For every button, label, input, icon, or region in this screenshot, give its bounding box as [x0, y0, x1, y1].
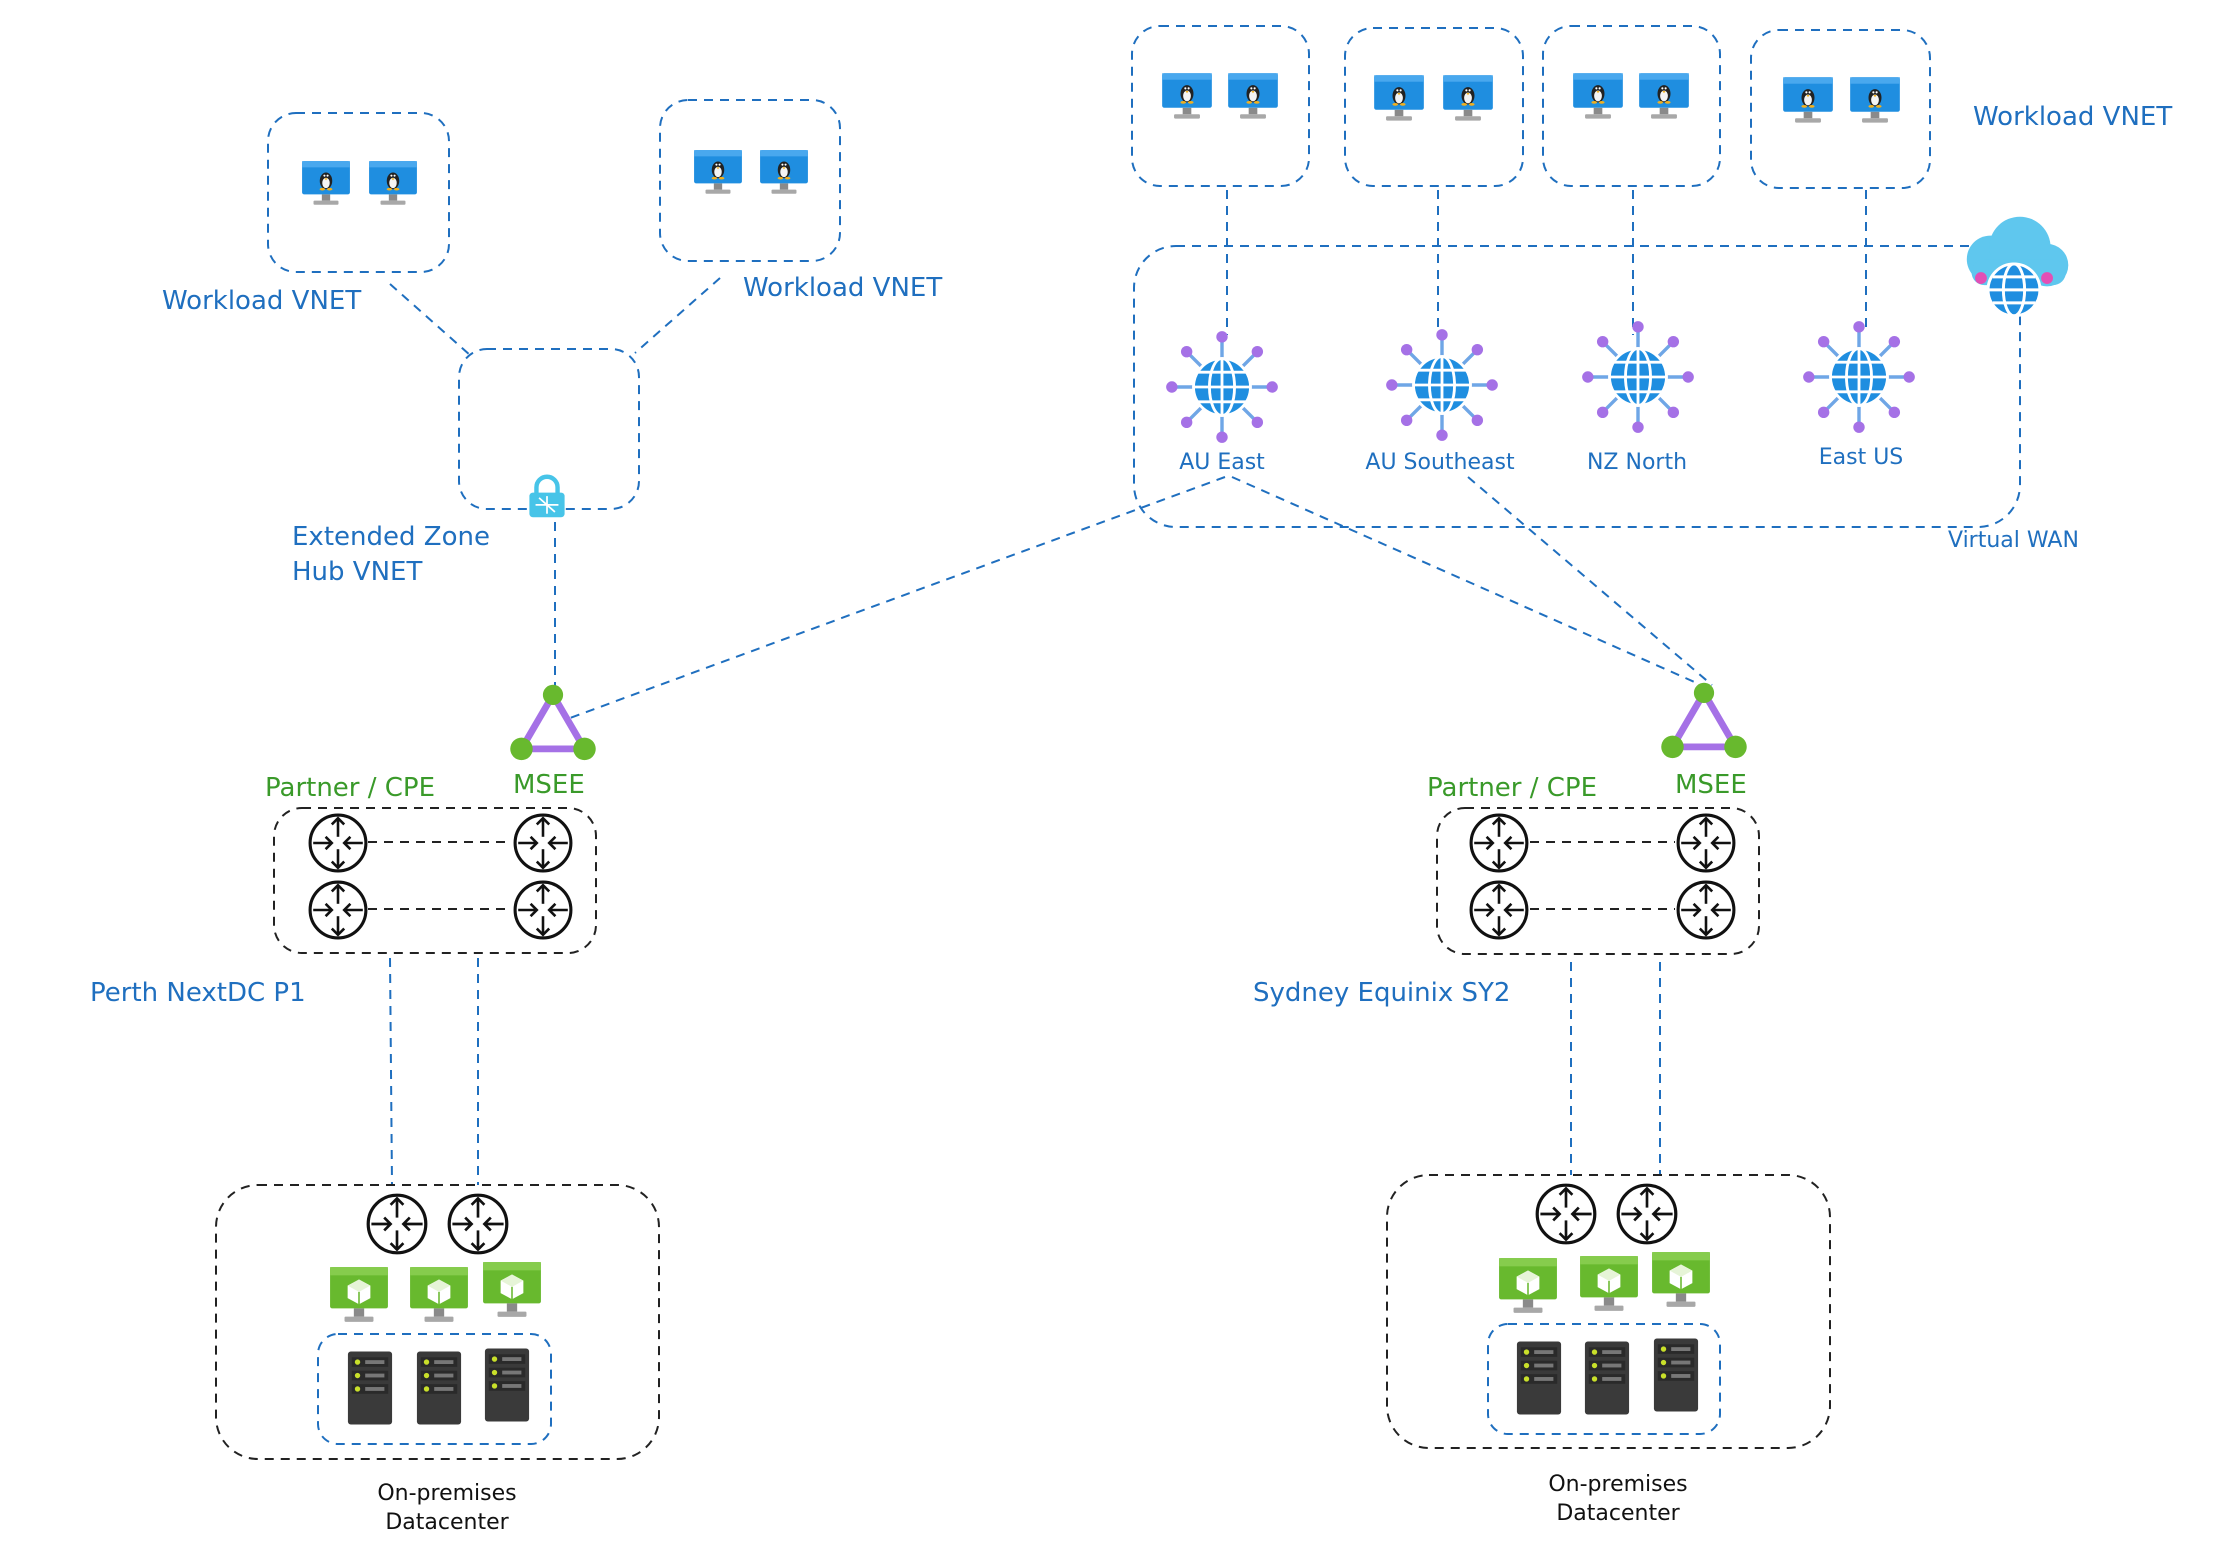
router-icon[interactable] [308, 813, 368, 873]
virtual-hub-icon[interactable] [1165, 330, 1279, 444]
linux-vm-icon[interactable] [1228, 73, 1278, 119]
partner-cpe-left-box[interactable] [273, 807, 597, 954]
workload-vnet-au-east-box[interactable] [1131, 25, 1310, 187]
link-cpe-left-a [389, 957, 393, 1186]
linux-vm-icon[interactable] [1850, 77, 1900, 123]
workload-vnet-east-us-box[interactable] [1750, 29, 1931, 189]
server-rack-icon[interactable] [416, 1351, 462, 1425]
router-icon[interactable] [1676, 813, 1736, 873]
msee-right-icon[interactable] [1661, 683, 1747, 758]
onprem-left-box[interactable] [215, 1184, 660, 1460]
hub-au-east-label: AU East [1179, 450, 1265, 475]
onprem-right-label-line2: Datacenter [1556, 1501, 1680, 1526]
onprem-left-server-group[interactable] [317, 1333, 552, 1445]
router-icon[interactable] [308, 880, 368, 940]
firewall-lock-icon[interactable] [529, 477, 564, 517]
linux-vm-icon[interactable] [694, 150, 742, 194]
workload-vnet-mid-label: Workload VNET [743, 273, 942, 303]
extended-zone-hub-vnet-box[interactable] [458, 348, 640, 510]
server-rack-icon[interactable] [484, 1348, 530, 1422]
virtual-wan-icon[interactable] [1965, 215, 2070, 318]
workload-vnet-nz-north-box[interactable] [1542, 25, 1721, 187]
sydney-location-label: Sydney Equinix SY2 [1253, 978, 1510, 1008]
workload-vnet-left-box[interactable] [267, 112, 450, 273]
link-au-southeast-to-msee-right [1467, 476, 1713, 686]
partner-cpe-left-label: Partner / CPE [265, 773, 435, 803]
linux-vm-icon[interactable] [302, 161, 350, 205]
router-icon[interactable] [1676, 880, 1736, 940]
linux-vm-icon[interactable] [1374, 75, 1424, 121]
onprem-left-label-line2: Datacenter [385, 1510, 509, 1535]
router-icon[interactable] [1535, 1183, 1597, 1245]
perth-location-label: Perth NextDC P1 [90, 978, 306, 1008]
workload-vnet-mid-box[interactable] [659, 99, 841, 262]
msee-left-icon[interactable] [510, 685, 596, 760]
linux-vm-icon[interactable] [1573, 73, 1623, 119]
router-icon[interactable] [1469, 880, 1529, 940]
green-vm-icon[interactable] [329, 1266, 389, 1323]
link-au-east-to-msee-left [569, 476, 1226, 719]
router-icon[interactable] [1616, 1183, 1678, 1245]
router-icon[interactable] [513, 813, 573, 873]
router-icon[interactable] [447, 1193, 509, 1255]
virtual-wan-box[interactable] [1133, 245, 2021, 528]
virtual-hub-icon[interactable] [1802, 320, 1916, 434]
router-icon[interactable] [513, 880, 573, 940]
workload-vnet-au-southeast-box[interactable] [1344, 27, 1524, 187]
msee-right-label: MSEE [1675, 770, 1747, 800]
server-rack-icon[interactable] [1653, 1338, 1699, 1412]
msee-left-label: MSEE [513, 770, 585, 800]
onprem-right-server-group[interactable] [1487, 1323, 1721, 1435]
linux-vm-icon[interactable] [1162, 73, 1212, 119]
hub-au-southeast-label: AU Southeast [1365, 450, 1515, 475]
onprem-right-box[interactable] [1386, 1174, 1831, 1449]
router-icon[interactable] [366, 1193, 428, 1255]
connector-lines [389, 190, 1867, 1186]
hub-east-us-label: East US [1819, 445, 1904, 470]
link-workload-mid-to-hub [634, 277, 721, 354]
virtual-hub-icon[interactable] [1385, 328, 1499, 442]
virtual-hub-icon[interactable] [1581, 320, 1695, 434]
link-workload-left-to-hub [389, 283, 471, 356]
server-rack-icon[interactable] [1584, 1341, 1630, 1415]
partner-cpe-right-label: Partner / CPE [1427, 773, 1597, 803]
workload-vnet-left-label: Workload VNET [162, 286, 361, 316]
hub-nz-north-label: NZ North [1587, 450, 1687, 475]
green-vm-icon[interactable] [1579, 1255, 1639, 1312]
workload-vnet-right-label: Workload VNET [1973, 102, 2172, 132]
ext-zone-label-line2: Hub VNET [292, 557, 422, 587]
router-icon[interactable] [1469, 813, 1529, 873]
virtual-wan-label: Virtual WAN [1948, 528, 2079, 553]
linux-vm-icon[interactable] [369, 161, 417, 205]
linux-vm-icon[interactable] [1443, 75, 1493, 121]
server-rack-icon[interactable] [347, 1351, 393, 1425]
link-au-east-to-msee-right [1231, 476, 1709, 689]
ext-zone-label-line1: Extended Zone [292, 522, 490, 552]
green-vm-icon[interactable] [1498, 1257, 1558, 1314]
linux-vm-icon[interactable] [1639, 73, 1689, 119]
onprem-left-label-line1: On-premises [377, 1481, 516, 1506]
green-vm-icon[interactable] [1651, 1251, 1711, 1308]
linux-vm-icon[interactable] [1783, 77, 1833, 123]
partner-cpe-right-box[interactable] [1436, 807, 1760, 955]
server-rack-icon[interactable] [1516, 1341, 1562, 1415]
linux-vm-icon[interactable] [760, 150, 808, 194]
onprem-right-label-line1: On-premises [1548, 1472, 1687, 1497]
green-vm-icon[interactable] [409, 1266, 469, 1323]
green-vm-icon[interactable] [482, 1261, 542, 1318]
